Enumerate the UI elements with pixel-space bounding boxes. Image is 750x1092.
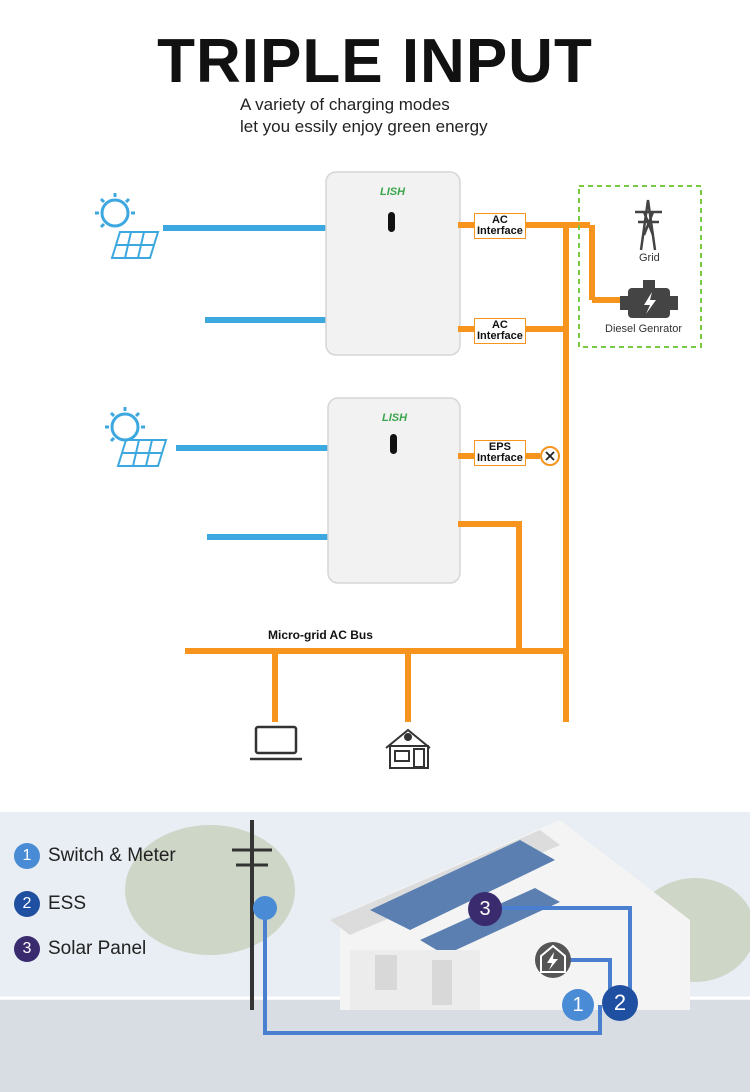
solar-panel-icon-2 <box>105 407 168 467</box>
subtitle: A variety of charging modes let you essi… <box>240 94 488 138</box>
subtitle-line-1: A variety of charging modes <box>240 95 450 114</box>
diesel-label: Diesel Genrator <box>605 323 683 335</box>
ac-interface-1-line-b: Interface <box>477 225 523 237</box>
eps-interface-label: EPS Interface <box>474 440 526 466</box>
eps-interface-line-a: EPS <box>488 441 511 453</box>
solar-panel-icon-1 <box>95 193 160 259</box>
legend-item-ess: 2 ESS <box>14 891 86 917</box>
page-title: TRIPLE INPUT <box>157 27 593 96</box>
battery-brand-2: LISH <box>382 412 408 424</box>
legend-num-2: 2 <box>14 891 40 917</box>
house-marker-2: 2 <box>602 985 638 1021</box>
grid-box <box>578 185 702 348</box>
ac-interface-2-line-b: Interface <box>477 330 523 342</box>
legend-num-3: 3 <box>14 936 40 962</box>
grid-label: Grid <box>639 252 660 264</box>
legend-item-switch-meter: 1 Switch & Meter <box>14 843 176 869</box>
legend-num-1: 1 <box>14 843 40 869</box>
ac-interface-1-line-a: AC <box>491 214 508 226</box>
laptop-icon <box>250 725 302 761</box>
system-diagram <box>95 171 702 769</box>
house-marker-3: 3 <box>468 892 502 926</box>
subtitle-line-2: let you essily enjoy green energy <box>240 117 488 136</box>
ac-interface-2-line-a: AC <box>491 319 508 331</box>
battery-brand-1: LISH <box>380 186 406 198</box>
ac-interface-label-2: AC Interface <box>474 318 526 344</box>
bus-label: Micro-grid AC Bus <box>268 628 373 642</box>
grid-tower-icon <box>635 199 662 251</box>
ac-interface-label-1: AC Interface <box>474 213 526 239</box>
battery-unit-2 <box>327 397 461 584</box>
battery-unit-1 <box>325 171 461 356</box>
eps-interface-line-b: Interface <box>477 452 523 464</box>
legend-label-3: Solar Panel <box>48 938 147 959</box>
diesel-generator-icon <box>620 280 678 318</box>
legend-label-1: Switch & Meter <box>48 845 176 866</box>
legend-item-solar-panel: 3 Solar Panel <box>14 936 146 962</box>
house-marker-1: 1 <box>562 989 594 1021</box>
legend-label-2: ESS <box>48 893 87 914</box>
home-appliance-icon <box>385 728 431 769</box>
